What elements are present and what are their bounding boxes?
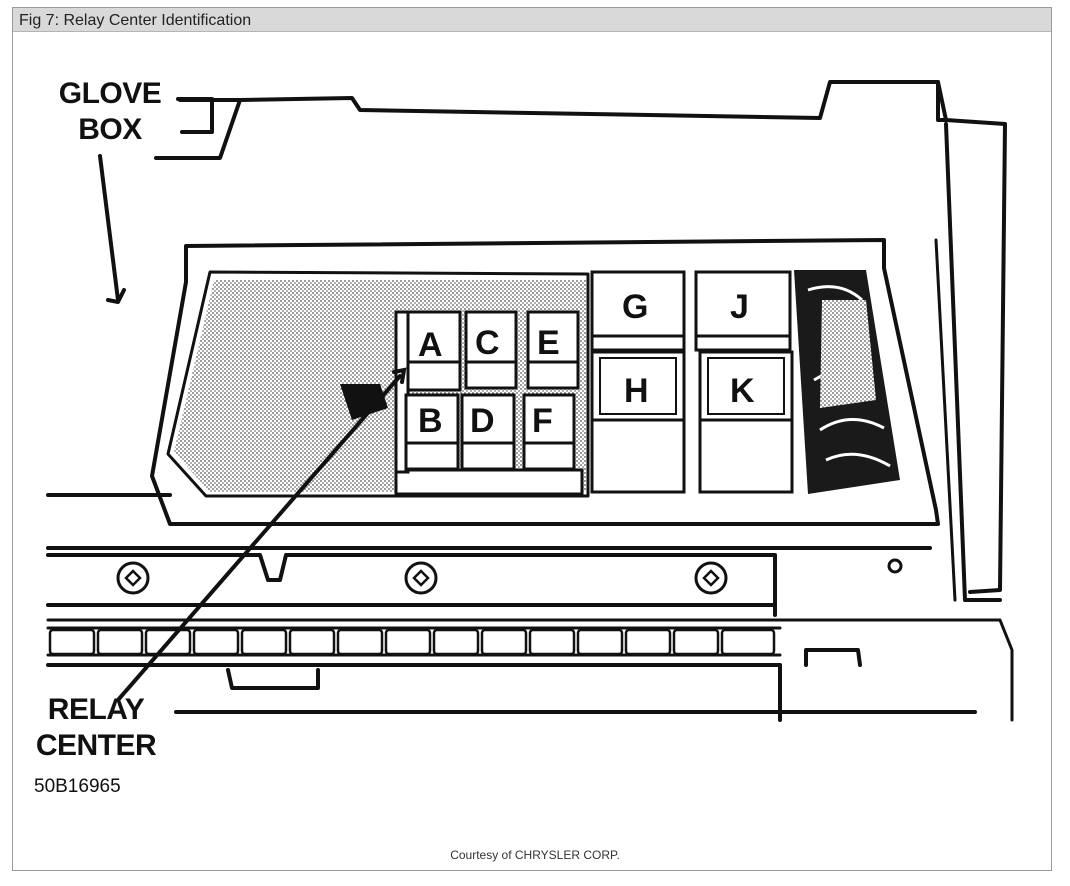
figure-header: Fig 7: Relay Center Identification [13, 8, 1051, 32]
relay-f [522, 393, 576, 445]
relay-center-arrow [116, 374, 402, 702]
glove-box-bracket [176, 97, 214, 134]
relay-housing [150, 238, 940, 526]
relay-d [460, 393, 516, 445]
relay-g [590, 270, 686, 338]
relay-letter-c: C [475, 324, 500, 362]
glove-box-label-line1: GLOVE [58, 77, 162, 110]
screws [116, 558, 903, 595]
latch-tab [226, 668, 320, 690]
relay-letter-a: A [418, 326, 443, 364]
relay-letter-f: F [532, 402, 553, 440]
relay-e [526, 310, 580, 364]
relay-letter-h: H [624, 372, 649, 410]
figure-title: Fig 7: Relay Center Identification [19, 12, 252, 29]
relay-letter-g: G [622, 288, 648, 326]
relay-center-label-line1: RELAY [47, 693, 145, 726]
relay-letter-j: J [730, 288, 749, 326]
relay-letter-e: E [537, 324, 560, 362]
relay-center-callout: RELAY CENTER [34, 692, 158, 764]
glove-box-arrow [98, 154, 120, 302]
relay-j [694, 270, 792, 338]
glove-box-label-line2: BOX [78, 113, 142, 146]
relay-center-label-line2: CENTER [35, 729, 157, 762]
relay-letter-b: B [418, 402, 443, 440]
relay-letter-k: K [730, 372, 755, 410]
figure-credit: Courtesy of CHRYSLER CORP. [450, 848, 620, 862]
glove-box-callout: GLOVE BOX [50, 76, 170, 148]
figure-code: 50B16965 [34, 776, 121, 797]
relay-letter-d: D [470, 402, 495, 440]
relay-h [590, 350, 686, 422]
